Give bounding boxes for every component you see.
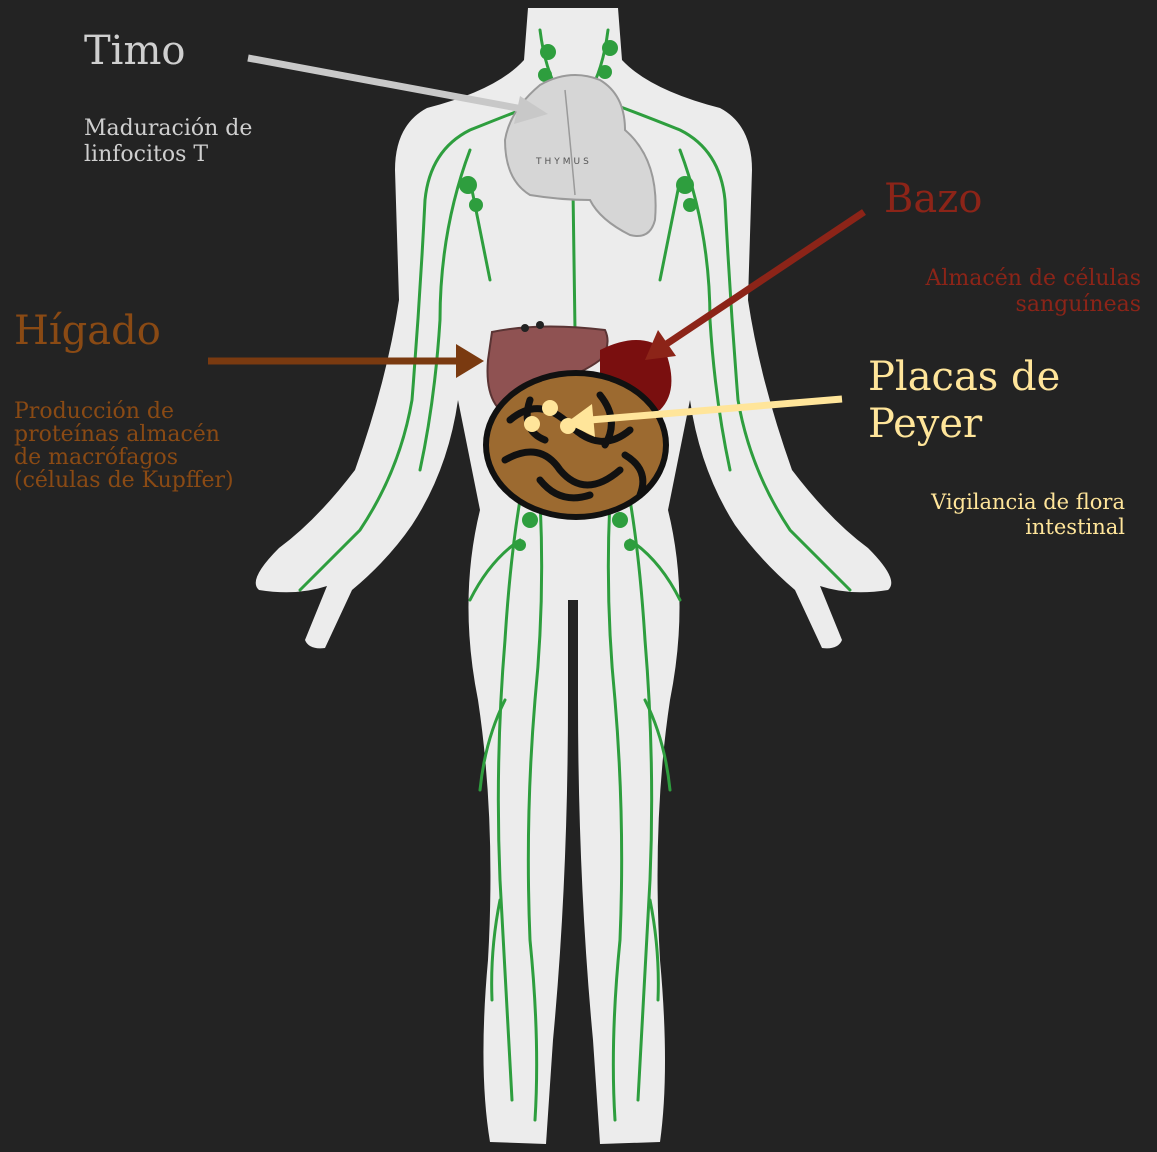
- intestines-organ: [486, 373, 666, 517]
- thymus-label: THYMUS: [535, 157, 592, 167]
- bazo-title: Bazo: [884, 176, 982, 223]
- higado-description: Producción de proteínas almacén de macró…: [14, 400, 234, 492]
- timo-title: Timo: [84, 28, 185, 75]
- bazo-description: Almacén de células sanguíneas: [926, 266, 1142, 318]
- placas-description: Vigilancia de flora intestinal: [931, 490, 1125, 540]
- timo-description: Maduración de linfocitos T: [84, 116, 252, 168]
- placas-title: Placas de Peyer: [868, 354, 1060, 448]
- higado-title: Hígado: [14, 308, 161, 355]
